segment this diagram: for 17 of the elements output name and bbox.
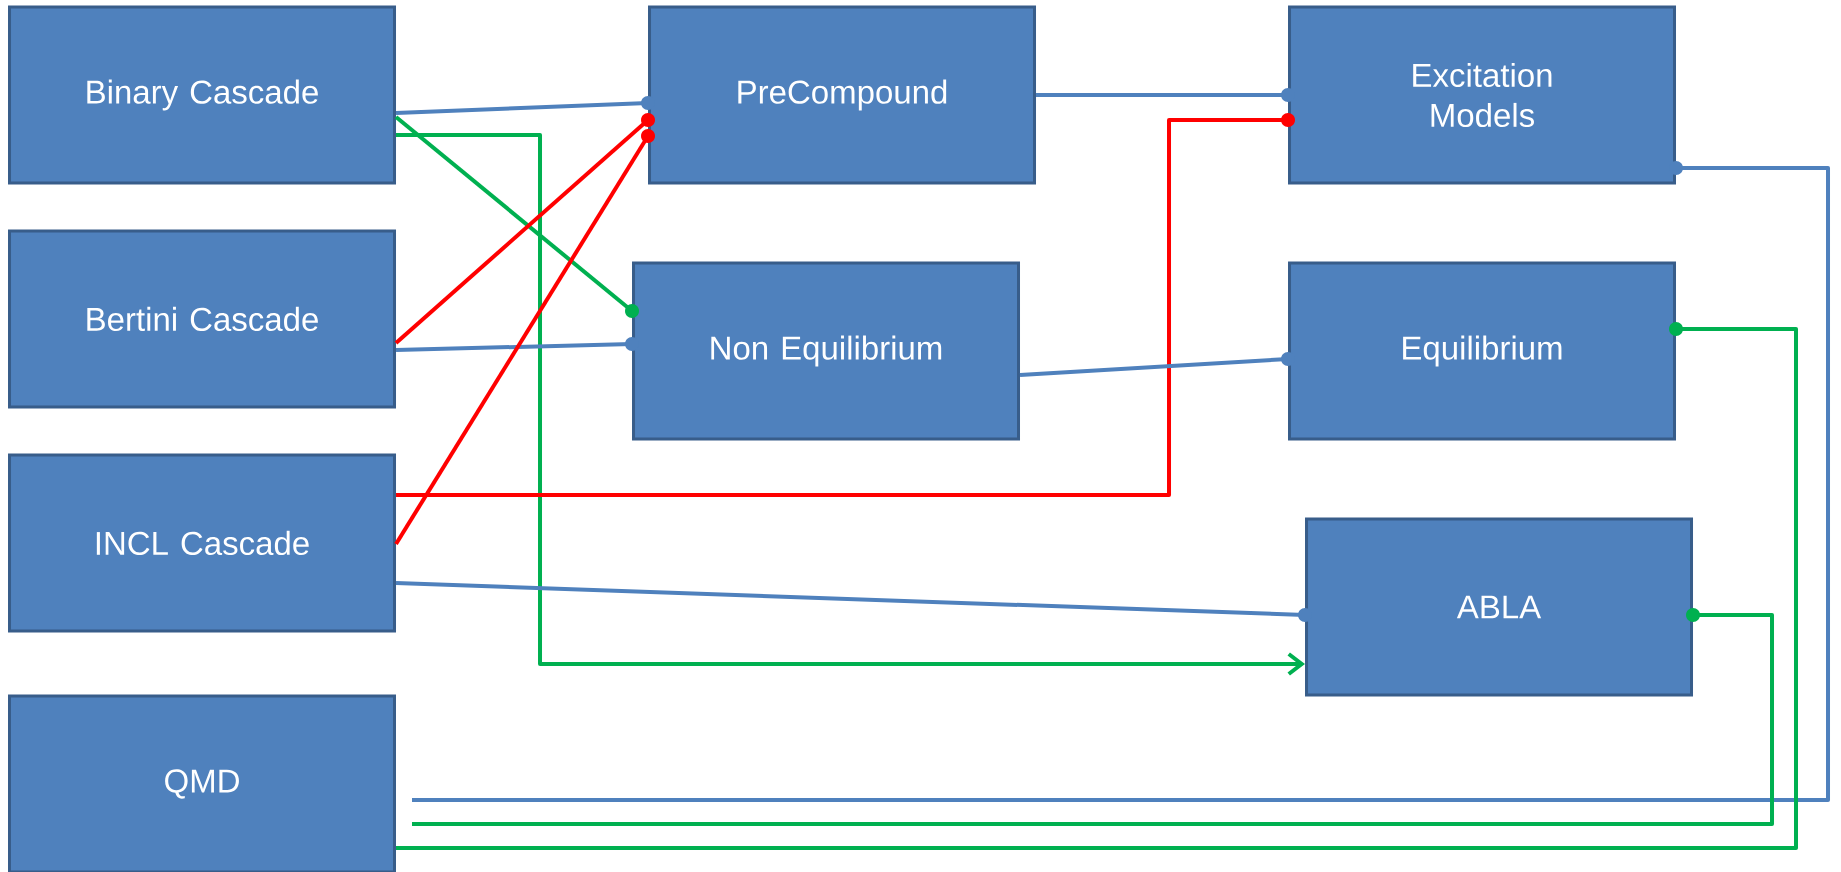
connector xyxy=(396,322,1798,850)
connector xyxy=(412,161,1830,802)
connector xyxy=(394,113,655,345)
model-box: INCL Cascade xyxy=(8,453,396,633)
connector xyxy=(396,113,1295,497)
model-box: Bertini Cascade xyxy=(8,229,396,409)
model-box: QMD xyxy=(8,694,396,872)
model-box: Equilibrium xyxy=(1288,261,1676,441)
connector xyxy=(394,129,655,546)
model-box: PreCompound xyxy=(648,5,1036,185)
connector xyxy=(394,115,639,318)
model-box: Excitation Models xyxy=(1288,5,1676,185)
connector xyxy=(396,133,1305,676)
model-box: Non Equilibrium xyxy=(632,261,1020,441)
model-box: ABLA xyxy=(1305,517,1693,697)
connector xyxy=(412,608,1774,826)
model-box: Binary Cascade xyxy=(8,5,396,185)
